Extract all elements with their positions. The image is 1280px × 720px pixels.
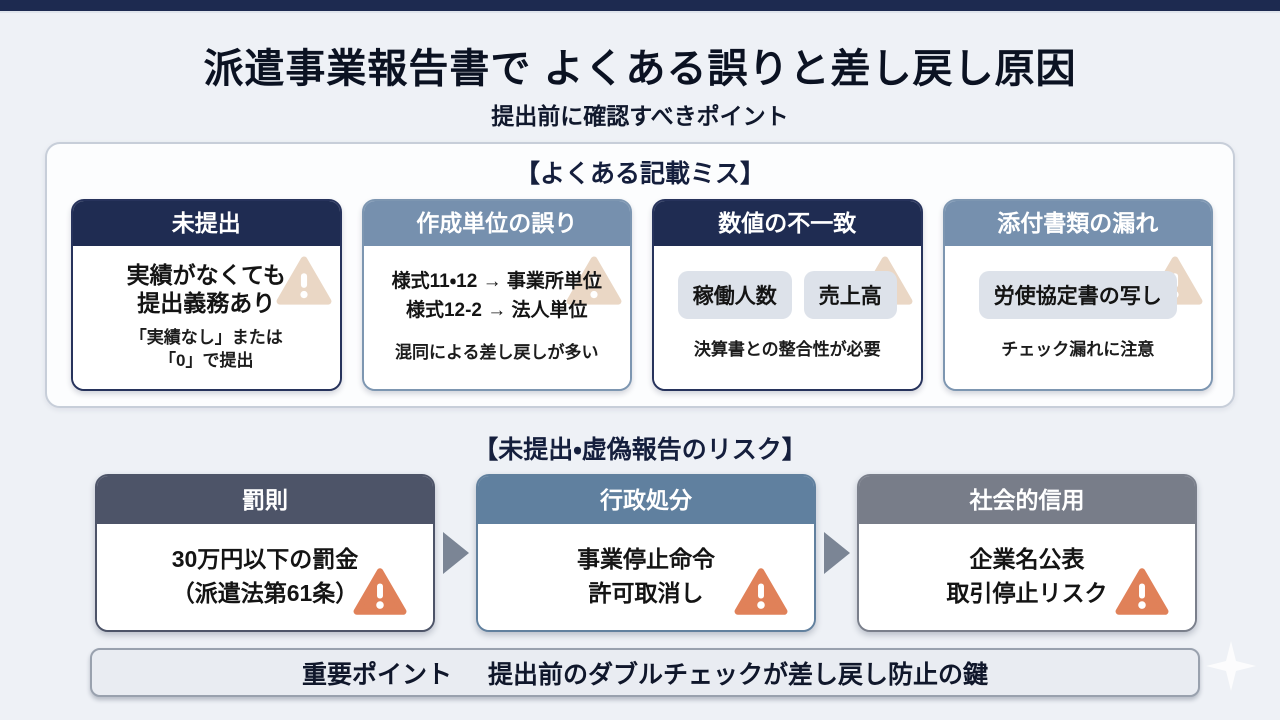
sparkle-icon (1206, 641, 1256, 691)
card-social-credibility-title: 社会的信用 (859, 476, 1195, 524)
card-social-credibility: 社会的信用 企業名公表 取引停止リスク (857, 474, 1197, 632)
card-unsubmitted: 未提出 実績がなくても 提出義務あり 「実績なし」または 「0」で提出 (71, 199, 342, 391)
chip-labor-agreement-copy: 労使協定書の写し (978, 271, 1177, 320)
risks-row: 罰則 30万円以下の罰金 （派遣法第61条） 行政処分 事業停止命令 許可取消し… (95, 474, 1197, 632)
card-missing-attachments-title: 添付書類の漏れ (944, 201, 1211, 246)
card-numeric-mismatch: 数値の不一致 稼働人数 売上高 決算書との整合性が必要 (652, 199, 923, 391)
card-penalty-line1: 30万円以下の罰金 (171, 546, 359, 573)
card-unsubmitted-main-line1: 実績がなくても (126, 261, 286, 288)
card-numeric-mismatch-title: 数値の不一致 (654, 201, 921, 246)
warning-triangle-icon (276, 254, 332, 306)
card-social-credibility-body: 企業名公表 取引停止リスク (859, 524, 1195, 630)
common-mistakes-cards: 未提出 実績がなくても 提出義務あり 「実績なし」または 「0」で提出 作成単位… (71, 199, 1213, 391)
chip-active-workers: 稼働人数 (677, 271, 792, 320)
warning-triangle-icon (353, 566, 407, 616)
risks-heading: 【未提出・虚偽報告のリスク】 (473, 436, 807, 464)
card-penalty-line2: （派遣法第61条） (171, 580, 359, 606)
warning-triangle-icon (566, 254, 622, 306)
card-numeric-mismatch-chips: 稼働人数 売上高 (677, 271, 897, 320)
card-missing-attachments-sub: チェック漏れに注意 (1001, 339, 1155, 359)
card-unsubmitted-title: 未提出 (73, 201, 340, 246)
chip-sales: 売上高 (803, 271, 897, 320)
card-wrong-unit-title: 作成単位の誤り (363, 201, 630, 246)
card-wrong-unit: 作成単位の誤り 様式11・12 → 事業所単位 様式12-2 → 法人単位 混同… (361, 199, 632, 391)
flow-arrow-icon (816, 474, 857, 632)
card-wrong-unit-main-line1: 様式11・12 → 事業所単位 (391, 271, 602, 293)
card-wrong-unit-main-line2: 様式12-2 → 法人単位 (405, 299, 588, 321)
warning-triangle-icon (1115, 566, 1169, 616)
card-penalty-title: 罰則 (97, 476, 433, 524)
card-missing-attachments-body: 労使協定書の写し チェック漏れに注意 (944, 246, 1211, 389)
key-point-bar: 重要ポイント 提出前のダブルチェックが差し戻し防止の鍵 (90, 648, 1200, 697)
card-unsubmitted-sub-line1: 「実績なし」または (129, 327, 283, 347)
card-penalty: 罰則 30万円以下の罰金 （派遣法第61条） (95, 474, 435, 632)
key-point-label: 重要ポイント (301, 660, 452, 689)
key-point-text: 提出前のダブルチェックが差し戻し防止の鍵 (488, 660, 989, 689)
page-subtitle: 提出前に確認すべきポイント (491, 103, 789, 129)
card-missing-attachments-chips: 労使協定書の写し (978, 271, 1177, 320)
card-missing-attachments: 添付書類の漏れ 労使協定書の写し チェック漏れに注意 (942, 199, 1213, 391)
card-administrative-action: 行政処分 事業停止命令 許可取消し (476, 474, 816, 632)
card-unsubmitted-body: 実績がなくても 提出義務あり 「実績なし」または 「0」で提出 (73, 246, 340, 389)
flow-arrow-icon (435, 474, 476, 632)
card-administrative-action-line2: 許可取消し (588, 580, 704, 606)
card-administrative-action-title: 行政処分 (478, 476, 814, 524)
page-title: 派遣事業報告書で よくある誤りと差し戻し原因 (203, 47, 1077, 91)
card-numeric-mismatch-sub: 決算書との整合性が必要 (693, 339, 881, 359)
card-administrative-action-body: 事業停止命令 許可取消し (478, 524, 814, 630)
card-unsubmitted-main: 実績がなくても 提出義務あり (127, 261, 286, 319)
card-numeric-mismatch-body: 稼働人数 売上高 決算書との整合性が必要 (654, 246, 921, 389)
card-wrong-unit-sub: 混同による差し戻しが多い (395, 342, 599, 362)
warning-triangle-icon (734, 566, 788, 616)
card-administrative-action-line1: 事業停止命令 (577, 546, 715, 573)
card-unsubmitted-sub: 「実績なし」または 「0」で提出 (130, 327, 283, 373)
card-wrong-unit-body: 様式11・12 → 事業所単位 様式12-2 → 法人単位 混同による差し戻しが… (363, 246, 630, 389)
common-mistakes-heading: 【よくある記載ミス】 (514, 160, 765, 188)
common-mistakes-panel: 【よくある記載ミス】 未提出 実績がなくても 提出義務あり 「実績なし」または … (45, 142, 1235, 408)
card-unsubmitted-sub-line2: 「0」で提出 (159, 350, 254, 370)
card-social-credibility-line2: 取引停止リスク (946, 580, 1108, 606)
top-accent-bar (0, 0, 1280, 13)
card-penalty-body: 30万円以下の罰金 （派遣法第61条） (97, 524, 433, 630)
card-social-credibility-line1: 企業名公表 (969, 546, 1085, 573)
card-unsubmitted-main-line2: 提出義務あり (137, 290, 276, 317)
card-wrong-unit-main: 様式11・12 → 事業所単位 様式12-2 → 法人単位 (392, 268, 602, 325)
